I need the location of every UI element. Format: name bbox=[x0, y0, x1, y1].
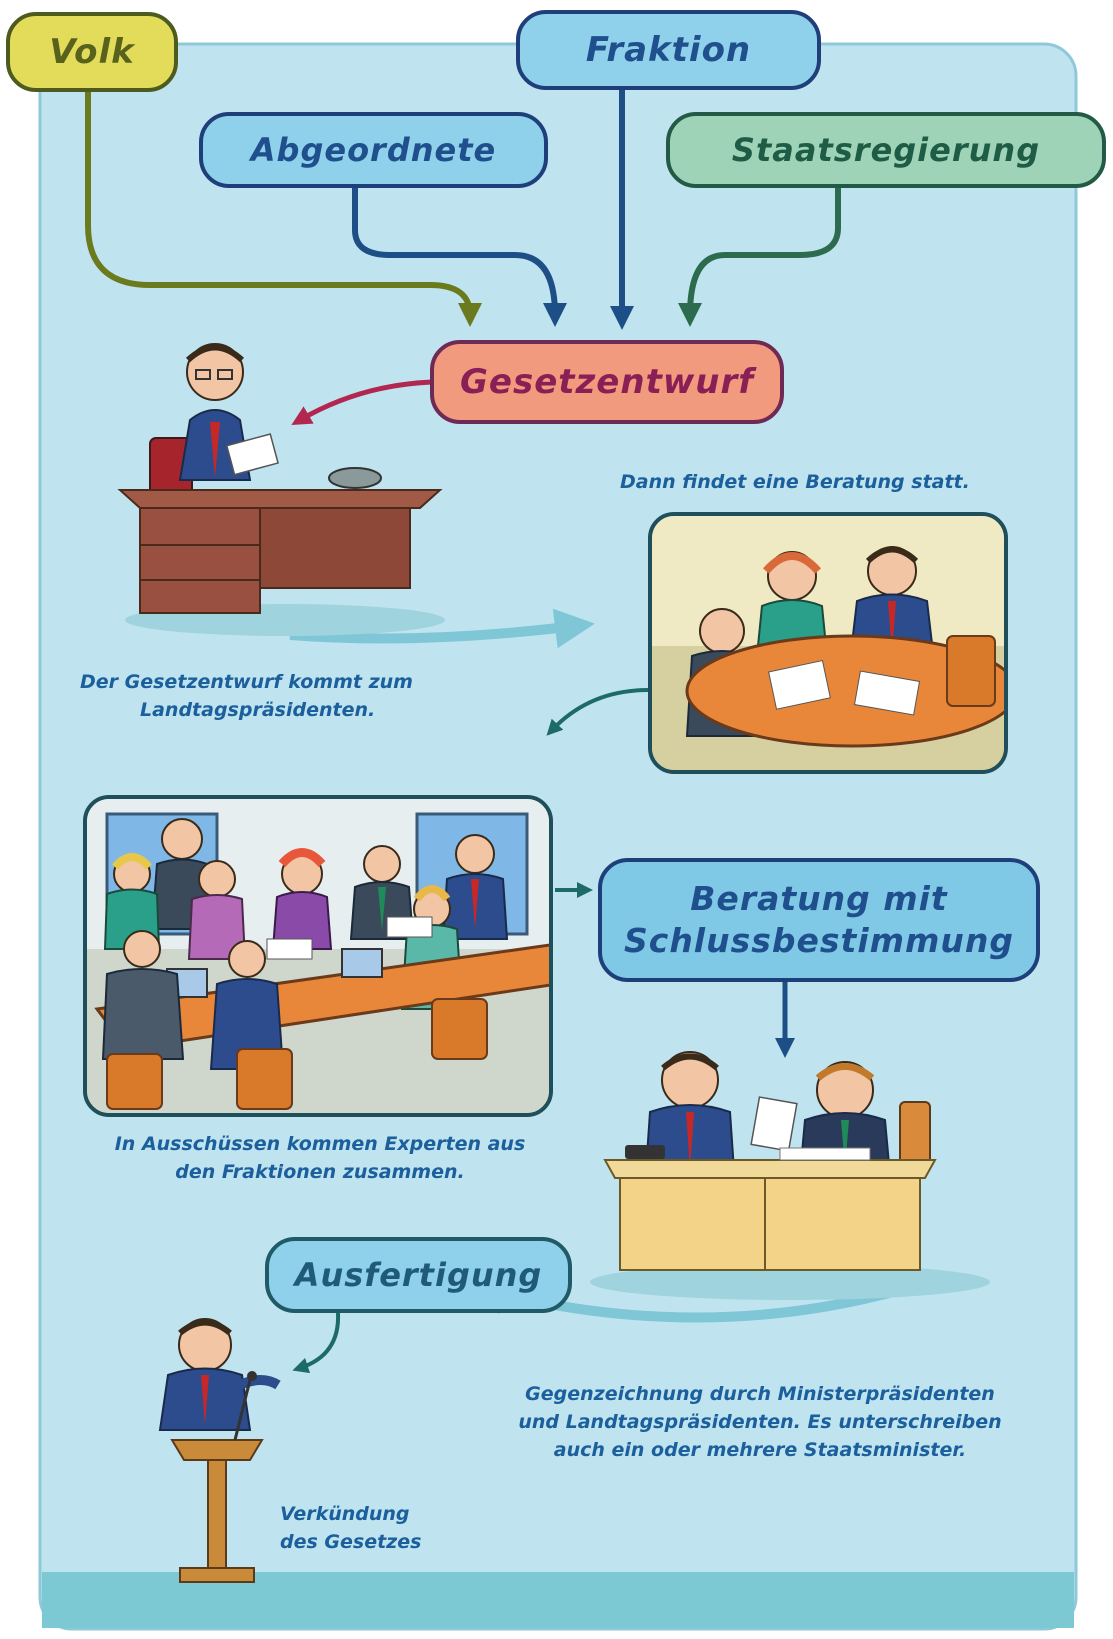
source-abgeordnete-label: Abgeordnete bbox=[250, 131, 497, 169]
beratung-scene bbox=[648, 512, 1008, 774]
beratung-scene-drawing bbox=[652, 516, 1004, 770]
caption-praesident-line2: Landtagspräsidenten. bbox=[140, 699, 376, 721]
caption-verkuendung-line1: Verkündung bbox=[280, 1503, 410, 1525]
signing-illustration bbox=[590, 1051, 990, 1300]
caption-beratung-text: Dann findet eine Beratung statt. bbox=[620, 471, 970, 493]
caption-verkuendung-line2: des Gesetzes bbox=[280, 1531, 422, 1553]
caption-ausschuss-line1: In Ausschüssen kommen Experten aus bbox=[114, 1133, 526, 1155]
caption-praesident-line1: Der Gesetzentwurf kommt zum bbox=[80, 671, 413, 693]
source-volk-label: Volk bbox=[49, 32, 135, 72]
caption-ausschuss-line2: den Fraktionen zusammen. bbox=[175, 1161, 465, 1183]
source-fraktion: Fraktion bbox=[516, 10, 821, 90]
arrow-abgeordnete-to-gesetzentwurf bbox=[352, 188, 567, 327]
step-beratung-mit-schlussbestimmung: Beratung mit Schlussbestimmung bbox=[598, 858, 1040, 982]
step-beratung-line2: Schlussbestimmung bbox=[623, 921, 1015, 960]
arrow-ausfertigung-to-verkuendung bbox=[292, 1312, 341, 1374]
step-ausfertigung-label: Ausfertigung bbox=[294, 1256, 543, 1294]
arrow-praesident-to-beratung bbox=[289, 608, 595, 649]
caption-gegen-line1: Gegenzeichnung durch Ministerpräsidenten bbox=[525, 1383, 995, 1405]
speaker-illustration bbox=[158, 1318, 281, 1583]
source-fraktion-label: Fraktion bbox=[585, 30, 752, 70]
arrow-gesetzentwurf-to-praesident bbox=[291, 379, 433, 426]
source-staatsregierung-label: Staatsregierung bbox=[731, 131, 1041, 169]
praesident-at-desk-illustration bbox=[117, 343, 445, 636]
caption-verkuendung: Verkündung des Gesetzes bbox=[280, 1500, 480, 1556]
source-staatsregierung: Staatsregierung bbox=[666, 112, 1106, 188]
step-beratung-line1: Beratung mit bbox=[690, 879, 948, 918]
step-ausfertigung: Ausfertigung bbox=[265, 1237, 572, 1313]
caption-gegen-line3: auch ein oder mehrere Staatsminister. bbox=[553, 1439, 967, 1461]
source-volk: Volk bbox=[6, 12, 178, 92]
ausschuss-scene bbox=[83, 795, 553, 1117]
step-gesetzentwurf-label: Gesetzentwurf bbox=[460, 362, 754, 402]
arrow-beratung-to-ausschuss bbox=[546, 688, 649, 736]
step-gesetzentwurf: Gesetzentwurf bbox=[430, 340, 784, 424]
caption-praesident: Der Gesetzentwurf kommt zum Landtagspräs… bbox=[80, 668, 520, 724]
source-abgeordnete: Abgeordnete bbox=[199, 112, 548, 188]
caption-ausschuss: In Ausschüssen kommen Experten aus den F… bbox=[60, 1130, 580, 1186]
arrow-volk-to-gesetzentwurf bbox=[85, 92, 482, 327]
arrow-staatsregierung-to-gesetzentwurf bbox=[678, 188, 841, 327]
caption-gegen-line2: und Landtagspräsidenten. Es unterschreib… bbox=[518, 1411, 1002, 1433]
caption-gegenzeichnung: Gegenzeichnung durch Ministerpräsidenten… bbox=[480, 1380, 1040, 1464]
caption-beratung: Dann findet eine Beratung statt. bbox=[620, 468, 1040, 496]
ausschuss-scene-drawing bbox=[87, 799, 549, 1113]
